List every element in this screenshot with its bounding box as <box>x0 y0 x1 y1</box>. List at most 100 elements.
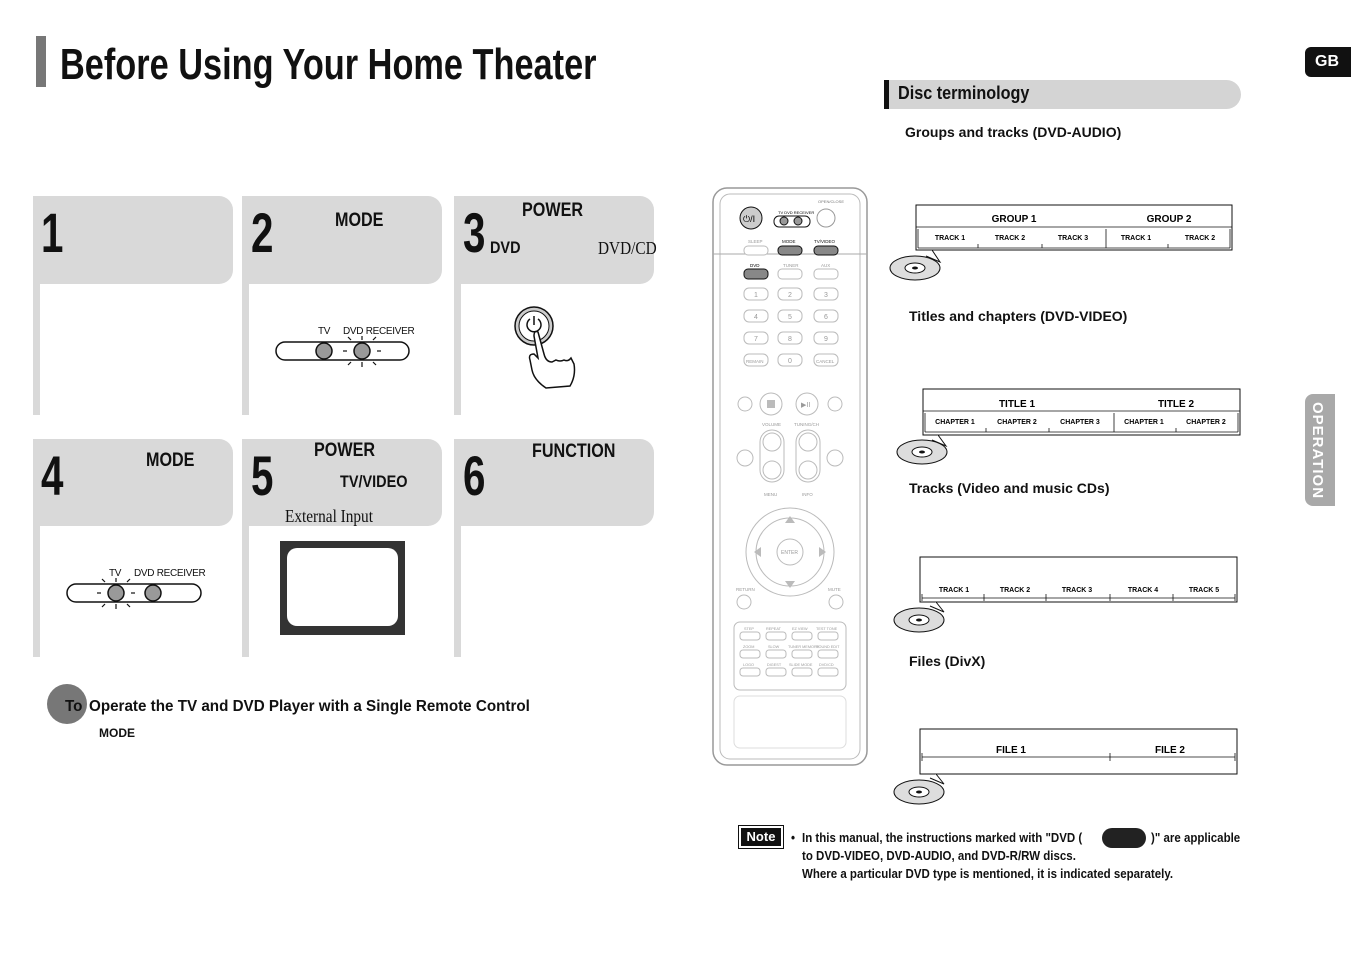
divx-heading: Files (DivX) <box>909 653 986 669</box>
language-tab: GB <box>1305 47 1351 77</box>
svg-text:OPEN/CLOSE: OPEN/CLOSE <box>818 199 844 204</box>
cd-heading: Tracks (Video and music CDs) <box>909 480 1110 496</box>
remote-control-illustration: ⏻/I TV DVD RECEIVER OPEN/CLOSE SLEEP MOD… <box>712 187 868 766</box>
svg-text:EZ VIEW: EZ VIEW <box>792 627 808 631</box>
svg-text:0: 0 <box>788 358 792 365</box>
svg-text:DIGEST: DIGEST <box>767 663 782 667</box>
switch-dvd-receiver-label-2: DVD RECEIVER <box>134 568 206 579</box>
svg-text:TEST TONE: TEST TONE <box>816 627 838 631</box>
step-5-rail <box>242 526 249 657</box>
track-label: TRACK 2 <box>995 235 1025 242</box>
chapter-label: CHAPTER 1 <box>1124 419 1164 426</box>
svg-text:MODE: MODE <box>782 239 796 244</box>
dvd-video-diagram: TITLE 1 TITLE 2 CHAPTER 1 CHAPTER 2 CHAP… <box>896 388 1241 465</box>
svg-text:▶II: ▶II <box>801 402 810 409</box>
svg-text:SLEEP: SLEEP <box>748 239 763 244</box>
step-5-tvvideo-label: TV/VIDEO <box>340 472 408 491</box>
step-3-rail <box>454 284 461 415</box>
svg-text:TUNING/CH: TUNING/CH <box>794 422 819 427</box>
group-2-label: GROUP 2 <box>1147 214 1192 225</box>
note-bullet: • <box>791 831 796 845</box>
dvd-audio-diagram: GROUP 1 GROUP 2 TRACK 1 TRACK 2 TRACK 3 … <box>889 204 1233 281</box>
svg-text:6: 6 <box>824 314 828 321</box>
step-3-power-label: POWER <box>522 200 584 221</box>
title-2-label: TITLE 2 <box>1158 399 1195 410</box>
step-5-number: 5 <box>251 444 274 507</box>
track-label: TRACK 1 <box>1121 235 1151 242</box>
note-badge: Note <box>738 825 784 849</box>
divx-diagram: FILE 1 FILE 2 <box>893 728 1238 805</box>
step-3-dvd-label: DVD <box>490 238 521 257</box>
chapter-label: CHAPTER 2 <box>997 419 1037 426</box>
disc-section-title: Disc terminology <box>898 83 1030 103</box>
switch-tv-label: TV <box>318 326 331 337</box>
svg-text:LOGO: LOGO <box>743 663 754 667</box>
file-2-label: FILE 2 <box>1155 745 1185 756</box>
svg-text:7: 7 <box>754 336 758 343</box>
title-1-label: TITLE 1 <box>999 399 1036 410</box>
note-badge-label: Note <box>741 828 781 846</box>
svg-text:8: 8 <box>788 336 792 343</box>
step-5-external-input-label: External Input <box>285 506 373 526</box>
hand-press-power-icon <box>514 306 576 389</box>
dvd-disc-logo-icon <box>1102 828 1146 848</box>
operate-badge-circle <box>47 684 87 724</box>
track-label: TRACK 3 <box>1058 235 1088 242</box>
track-label: TRACK 1 <box>935 235 965 242</box>
cd-track-label: TRACK 1 <box>939 587 969 594</box>
mode-switch-dvd-icon <box>275 336 410 367</box>
cd-track-label: TRACK 3 <box>1062 587 1092 594</box>
svg-text:TUNER: TUNER <box>783 263 799 268</box>
step-4-header <box>33 439 233 526</box>
cd-track-label: TRACK 2 <box>1000 587 1030 594</box>
step-6-function-label: FUNCTION <box>532 441 616 462</box>
svg-text:TV DVD RECEIVER: TV DVD RECEIVER <box>778 210 814 215</box>
chapter-label: CHAPTER 2 <box>1186 419 1226 426</box>
svg-text:DVD: DVD <box>750 263 760 268</box>
disc-section-pill <box>884 80 1241 109</box>
step-4-mode-label: MODE <box>146 450 195 471</box>
svg-text:⏻/I: ⏻/I <box>743 214 755 224</box>
svg-text:2: 2 <box>788 292 792 299</box>
svg-text:SLOW: SLOW <box>768 645 780 649</box>
side-tab-label: OPERATION <box>1309 402 1326 500</box>
svg-text:DVD/CD: DVD/CD <box>819 663 834 667</box>
tv-screen-icon <box>280 541 405 635</box>
cd-track-label: TRACK 5 <box>1189 587 1219 594</box>
cd-track-label: TRACK 4 <box>1128 587 1158 594</box>
svg-text:STEP: STEP <box>744 627 754 631</box>
track-label: TRACK 2 <box>1185 235 1215 242</box>
chapter-label: CHAPTER 1 <box>935 419 975 426</box>
svg-text:5: 5 <box>788 314 792 321</box>
group-1-label: GROUP 1 <box>992 214 1037 225</box>
svg-text:9: 9 <box>824 336 828 343</box>
operate-badge-text: To <box>65 698 83 715</box>
svg-text:VOLUME: VOLUME <box>762 422 781 427</box>
svg-text:MUTE: MUTE <box>828 587 841 592</box>
svg-text:TV/VIDEO: TV/VIDEO <box>814 239 836 244</box>
note-line-1-start: In this manual, the instructions marked … <box>802 831 1083 845</box>
svg-text:REMAIN: REMAIN <box>746 359 764 364</box>
step-5-header <box>242 439 442 526</box>
svg-text:3: 3 <box>824 292 828 299</box>
svg-text:CANCEL: CANCEL <box>816 359 835 364</box>
svg-text:SLIDE MODE: SLIDE MODE <box>789 663 813 667</box>
step-5-power-label: POWER <box>314 440 376 461</box>
svg-text:ZOOM: ZOOM <box>743 645 754 649</box>
step-2-number: 2 <box>251 201 274 264</box>
step-3-number: 3 <box>463 201 486 264</box>
step-1-header <box>33 196 233 284</box>
svg-text:SOUND EDIT: SOUND EDIT <box>816 645 840 649</box>
step-3-dvdcd-label: DVD/CD <box>598 238 657 258</box>
switch-dvd-receiver-label: DVD RECEIVER <box>343 326 415 337</box>
svg-text:4: 4 <box>754 314 758 321</box>
svg-text:TUNER MEMORY: TUNER MEMORY <box>788 645 820 649</box>
svg-text:RETURN: RETURN <box>736 587 755 592</box>
note-line-1-end: )" are applicable <box>1151 831 1241 845</box>
file-1-label: FILE 1 <box>996 745 1026 756</box>
svg-text:REPEAT: REPEAT <box>766 627 782 631</box>
dvd-video-heading: Titles and chapters (DVD-VIDEO) <box>909 308 1128 324</box>
svg-text:1: 1 <box>754 292 758 299</box>
step-6-rail <box>454 526 461 657</box>
step-2-header <box>242 196 442 284</box>
